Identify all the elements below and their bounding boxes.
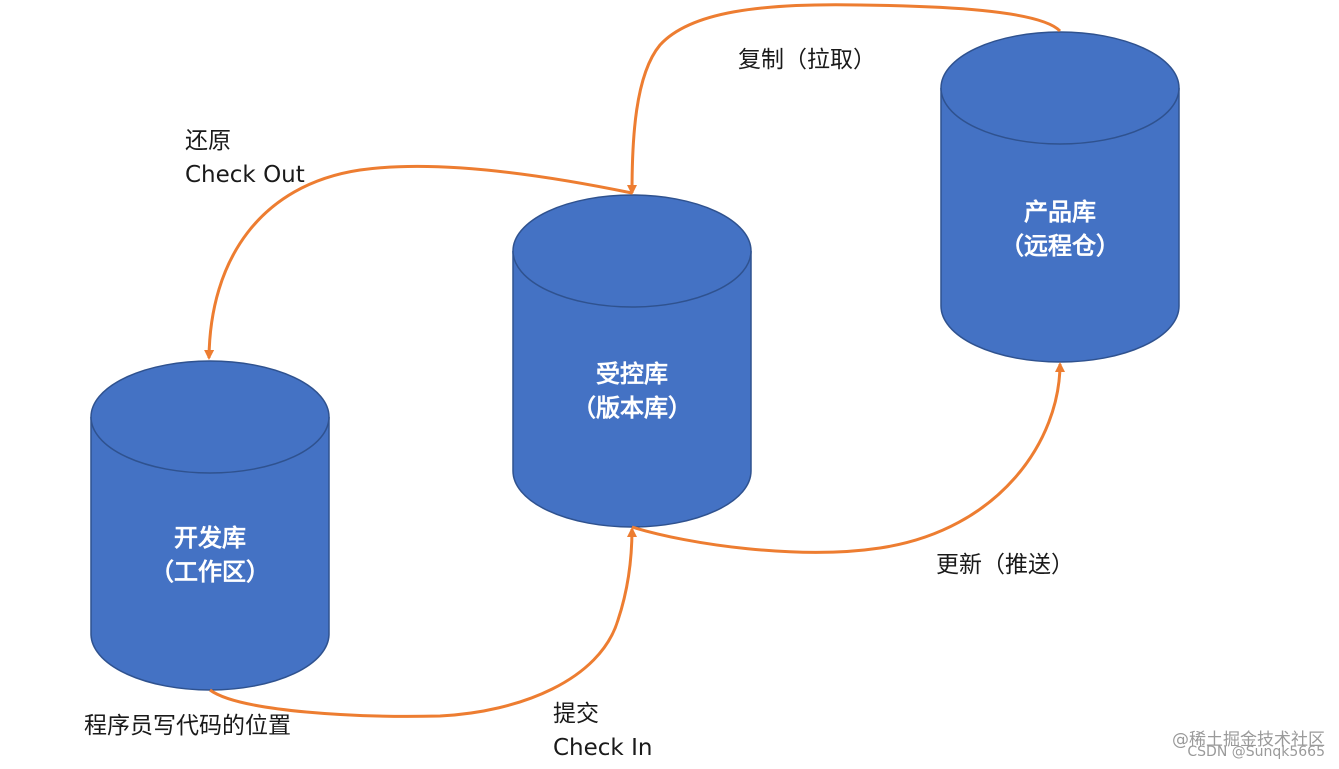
update-label-text: 更新（推送）: [936, 552, 1074, 578]
controlled-repo-title: 受控库: [596, 360, 668, 388]
checkin-label-en: Check In: [553, 735, 653, 761]
checkout-label-cn: 还原: [185, 128, 231, 154]
watermark-community: @稀土掘金技术社区: [1172, 730, 1325, 750]
dev-repo-subtitle: （工作区）: [150, 558, 270, 586]
copy-label: 复制（拉取）: [738, 43, 876, 77]
checkout-label-en: Check Out: [185, 162, 305, 188]
product-repo-label: 产品库 （远程仓）: [940, 195, 1180, 263]
product-repo-subtitle: （远程仓）: [1000, 232, 1120, 260]
update-arrow: [631, 362, 1065, 554]
checkout-label: 还原 Check Out: [185, 124, 305, 192]
checkin-arrow: [209, 527, 637, 718]
controlled-repo-label: 受控库 （版本库）: [512, 357, 752, 425]
product-repo-cylinder: [940, 31, 1180, 363]
controlled-repo-subtitle: （版本库）: [572, 394, 692, 422]
watermark-csdn: CSDN @Sunqk5665: [1187, 744, 1325, 760]
checkout-arrow: [204, 164, 633, 360]
copy-label-text: 复制（拉取）: [738, 47, 876, 73]
product-repo-title: 产品库: [1024, 198, 1096, 226]
controlled-repo-cylinder: [512, 194, 752, 528]
dev-repo-title: 开发库: [174, 524, 246, 552]
dev-location-caption: 程序员写代码的位置: [84, 713, 291, 739]
dev-repo-label: 开发库 （工作区）: [90, 521, 330, 589]
checkin-label: 提交 Check In: [553, 697, 652, 765]
checkin-label-cn: 提交: [553, 701, 599, 727]
update-label: 更新（推送）: [936, 548, 1074, 582]
copy-arrow: [627, 3, 1062, 195]
